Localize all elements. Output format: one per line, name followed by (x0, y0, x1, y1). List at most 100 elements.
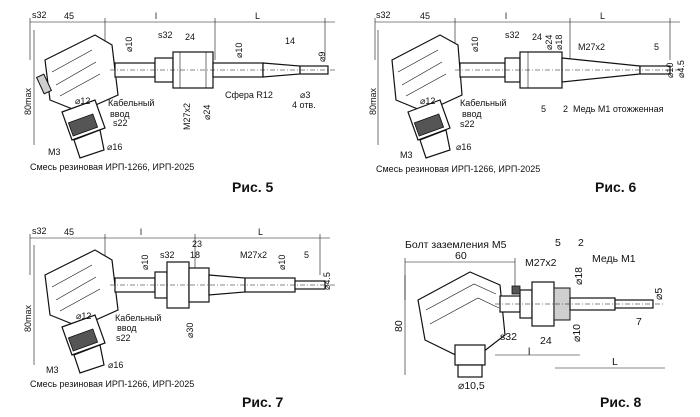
fig7-s32-mid-label: s32 (160, 250, 175, 260)
fig6-d12-label: ⌀12 (420, 96, 435, 106)
figure-8: Болт заземления M5 60 5 2 M27x2 Медь М1 … (393, 237, 665, 410)
fig7-thread-label: M27x2 (240, 250, 267, 260)
fig6-stem (455, 51, 680, 89)
fig6-thread-label: M27x2 (578, 42, 605, 52)
fig5-45-label: 45 (64, 11, 74, 21)
fig8-24-label: 24 (540, 335, 552, 347)
fig7-d12-label: ⌀12 (76, 311, 91, 321)
fig6-m3-label: M3 (400, 150, 413, 160)
fig5-d10b-label: ⌀10 (234, 43, 244, 58)
fig7-d10-label: ⌀10 (140, 255, 150, 270)
fig7-45-label: 45 (64, 227, 74, 237)
fig5-terminal-head (35, 34, 119, 113)
fig7-L-label: L (258, 227, 263, 237)
fig8-d10-label: ⌀10 (571, 324, 583, 342)
fig6-d10-end-label: ⌀10 (665, 63, 675, 78)
fig5-sphere-label: Сфера R12 (225, 90, 273, 100)
fig5-d3-label: ⌀3 (300, 90, 310, 100)
fig5-s32-mid-label: s32 (158, 30, 173, 40)
fig6-d24-label: ⌀24 (544, 35, 554, 50)
fig8-60-label: 60 (455, 250, 467, 262)
fig6-cable-gland (407, 99, 451, 159)
fig5-s22-label: s22 (113, 118, 128, 128)
figure-5: s32 45 l L 80max (23, 10, 335, 195)
fig8-2-label: 2 (578, 237, 584, 249)
fig5-L-label: L (255, 11, 260, 21)
fig6-s32-mid-label: s32 (505, 30, 520, 40)
fig5-m3-label: M3 (48, 147, 61, 157)
fig7-cable-label: Кабельный (115, 313, 161, 323)
fig6-l-label: l (505, 11, 507, 21)
fig8-d18-label: ⌀18 (573, 267, 585, 285)
fig6-24-label: 24 (532, 32, 542, 42)
fig7-5-label: 5 (304, 250, 309, 260)
fig7-stem (110, 261, 335, 309)
fig8-d105-label: ⌀10,5 (458, 380, 485, 392)
fig5-d16-label: ⌀16 (107, 142, 122, 152)
fig7-d45-end-label: ⌀4.5 (322, 272, 332, 290)
fig7-d10b-label: ⌀10 (277, 255, 287, 270)
fig5-stem (110, 51, 335, 89)
fig5-24-label: 24 (185, 32, 195, 42)
fig8-d5-end-label: ⌀5 (653, 288, 665, 300)
fig5-d12-label: ⌀12 (75, 96, 90, 106)
fig5-d9-label: ⌀9 (317, 52, 327, 62)
fig8-bolt-label: Болт заземления M5 (405, 239, 507, 251)
fig5-d10-label: ⌀10 (124, 37, 134, 52)
figure-6: s32 45 l L 80max ⌀10 s32 24 ⌀24 ⌀18 M27x… (368, 10, 686, 195)
fig7-cable-gland (61, 314, 106, 374)
fig6-5-label: 5 (654, 42, 659, 52)
fig5-cable-label: Кабельный (108, 98, 154, 108)
fig7-caption: Рис. 7 (242, 394, 284, 410)
fig5-cable2-label: ввод (110, 109, 130, 119)
fig7-s22-label: s22 (116, 333, 131, 343)
fig7-18-label: 18 (190, 250, 200, 260)
fig6-dim2-label: 2 (563, 104, 568, 114)
fig6-45-label: 45 (420, 11, 430, 21)
fig7-s32-label: s32 (32, 226, 47, 236)
fig6-cable-label: Кабельный (460, 98, 506, 108)
fig8-7-label: 7 (636, 316, 642, 328)
fig8-80-label: 80 (393, 320, 405, 332)
fig8-caption: Рис. 8 (600, 394, 642, 410)
fig8-copper-label: Медь М1 (592, 253, 636, 265)
fig6-d16-label: ⌀16 (456, 142, 471, 152)
fig5-14-label: 14 (285, 36, 295, 46)
fig6-s32-label: s32 (376, 10, 391, 20)
fig8-stem (495, 281, 665, 327)
fig5-thread-label: M27x2 (182, 103, 192, 130)
fig7-l-label: l (140, 227, 142, 237)
fig8-terminal-head (417, 271, 506, 378)
fig7-cable2-label: ввод (117, 323, 137, 333)
figure-7: s32 45 l L 80max ⌀10 23 s32 18 M27x2 (23, 226, 335, 410)
fig6-d10-label: ⌀10 (470, 37, 480, 52)
fig6-terminal-head (391, 34, 463, 113)
fig7-23-label: 23 (192, 239, 202, 249)
fig8-L-label: L (612, 356, 618, 368)
fig8-5-label: 5 (555, 237, 561, 249)
fig6-s22-label: s22 (460, 119, 475, 129)
fig6-mix-label: Смесь резиновая ИРП-1266, ИРП-2025 (376, 164, 540, 174)
fig8-l-label: l (528, 346, 530, 358)
fig7-d16-label: ⌀16 (108, 360, 123, 370)
fig5-caption: Рис. 5 (232, 179, 274, 195)
fig6-d18-label: ⌀18 (554, 35, 564, 50)
fig6-copper-label: Медь М1 отожженная (573, 104, 664, 114)
fig5-d24-label: ⌀24 (202, 105, 212, 120)
fig6-d45-end-label: ⌀4.5 (676, 60, 686, 78)
fig5-l-label: l (155, 11, 157, 21)
fig6-caption: Рис. 6 (595, 179, 637, 195)
fig5-holes-label: 4 отв. (292, 100, 316, 110)
fig7-80max-label: 80max (23, 304, 33, 332)
fig6-L-label: L (600, 11, 605, 21)
fig8-s32-label: s32 (500, 331, 517, 343)
fig8-thread-label: M27x2 (525, 257, 557, 269)
fig6-cable2-label: ввод (462, 109, 482, 119)
fig7-mix-label: Смесь резиновая ИРП-1266, ИРП-2025 (30, 379, 194, 389)
fig7-m3-label: M3 (46, 365, 59, 375)
fig5-80max-label: 80max (23, 87, 33, 115)
fig5-cable-gland (61, 99, 106, 159)
fig6-80max-label: 80max (368, 87, 378, 115)
fig7-terminal-head (44, 249, 119, 328)
